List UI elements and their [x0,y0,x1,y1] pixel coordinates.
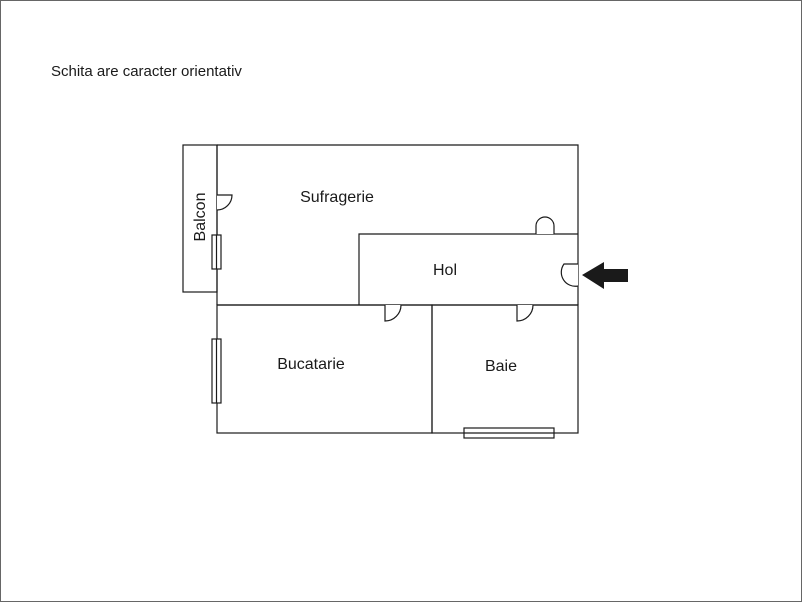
room-label-hol: Hol [433,262,457,279]
arrow-left-icon [582,262,628,289]
living-room-door [535,216,555,234]
kitchen-door [384,304,402,322]
orientation-note: Schita are caracter orientativ [51,63,242,80]
room-label-sufragerie: Sufragerie [300,189,374,206]
room-label-baie: Baie [485,358,517,375]
entrance-door [560,263,579,287]
living-room-wall [217,144,579,234]
bathroom-door [516,304,534,322]
room-label-balcon: Balcon [192,193,209,242]
balcony-door [216,194,233,211]
room-label-bucatarie: Bucatarie [277,356,345,373]
hall-wall-top [358,233,578,305]
